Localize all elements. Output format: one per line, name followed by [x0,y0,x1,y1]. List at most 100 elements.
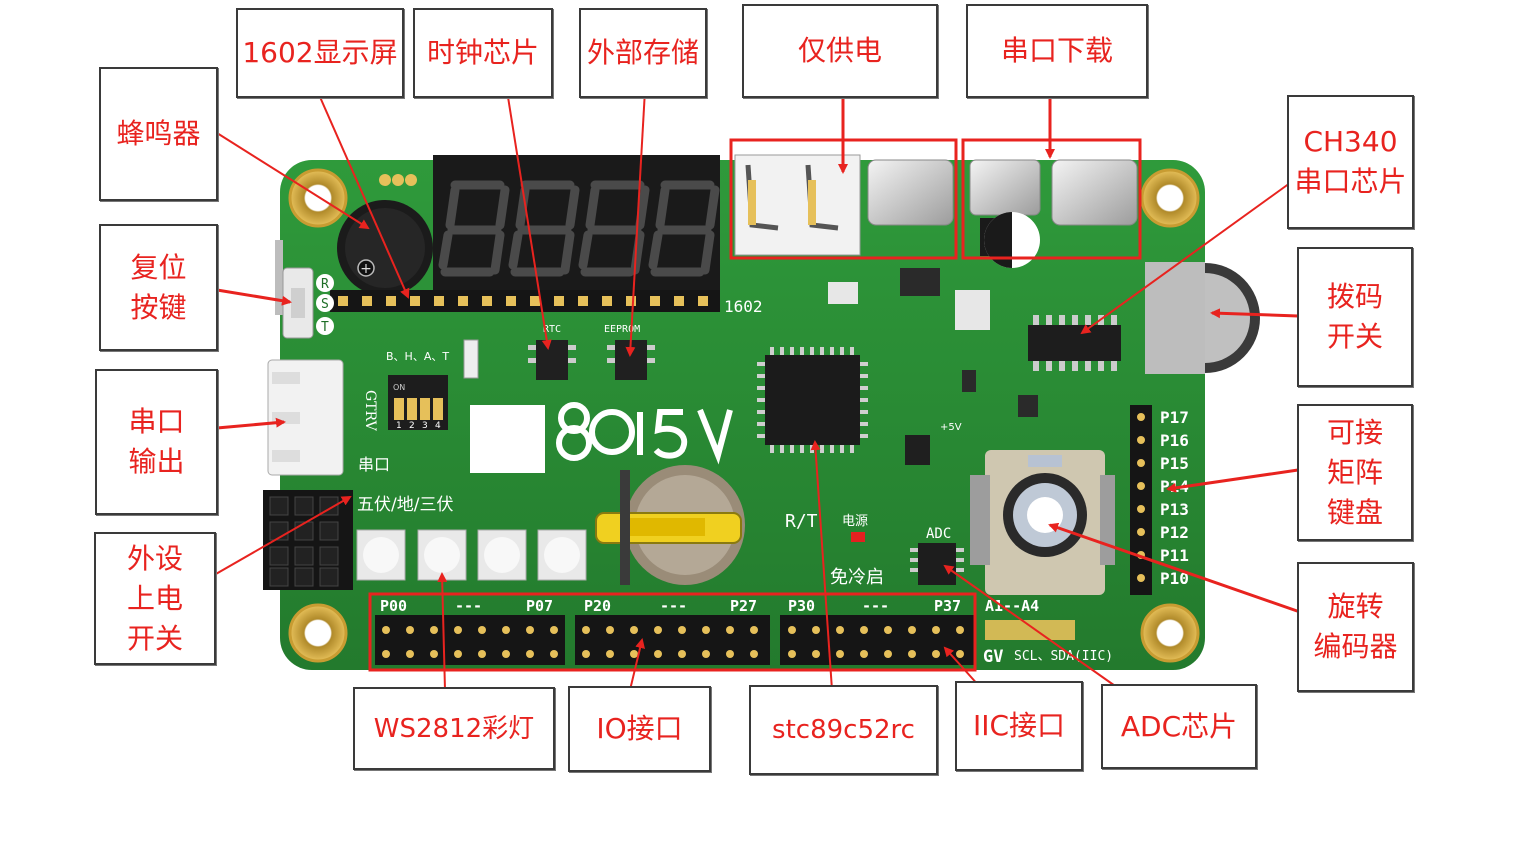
p10-label: P10 [1160,569,1189,588]
a1-a4-label: A1--A4 [985,597,1039,615]
callout-clock-chip: 时钟芯片 [413,8,553,98]
callout-ch340: CH340 串口芯片 [1287,95,1414,229]
lcd1602-header [330,290,720,312]
callout-power-only: 仅供电 [742,4,938,98]
callout-clock-chip-text: 时钟芯片 [426,36,539,69]
ws2812-leds [356,529,587,581]
rt-silk-label: R/T [785,511,818,532]
callout-serial-download-text: 串口下载 [1000,34,1113,67]
dip-number-4: 4 [435,421,441,431]
callout-ws2812: WS2812彩灯 [353,687,555,770]
callout-adc-chip-text: ADC芯片 [1120,709,1238,743]
callout-rotary-encoder-text: 旋转 编码器 [1313,590,1398,663]
arrow-rotary-encoder [1048,522,1301,614]
small-pads-top [379,174,417,186]
callout-lcd1602: 1602显示屏 [236,8,404,98]
coin-cell-battery [595,465,745,585]
dip-number-1: 1 [396,421,402,431]
cold-start-silk-label: 免冷启 [830,567,884,588]
callout-serial-download: 串口下载 [966,4,1148,98]
rtc-chip [528,340,576,380]
port2-end-label: P27 [730,597,757,615]
smd-components [828,268,1038,465]
callout-matrix-keypad: 可接 矩阵 键盘 [1297,404,1413,541]
arrow-ws2812 [437,572,448,691]
callout-reset-button: 复位 按键 [99,224,218,351]
p1-header-labels: P17 P16 P15 P14 P13 P12 P11 P10 [1160,408,1189,588]
arrow-serial-output [216,417,286,430]
adc-silk-label: ADC [926,526,951,542]
gv-label: GV [983,647,1003,667]
seven-segment-display [433,155,720,290]
callout-io-interface-text: IO接口 [596,712,683,745]
iic-silk-label: SCL、SDA(IIC) [1014,649,1113,664]
arrow-reset-button [216,288,292,306]
dip-on-label: ON [393,383,405,392]
arrow-buzzer [216,132,370,230]
arrow-iic-interface [943,646,981,688]
callout-mcu: stc89c52rc [749,685,938,775]
arrow-adc-chip [943,564,1119,689]
p15-label: P15 [1160,454,1189,473]
gtrv-silk-label: GTRV [362,390,378,432]
callout-adc-chip: ADC芯片 [1101,684,1257,769]
callout-buzzer: 蜂鸣器 [99,67,218,201]
power-led-silk-label: 电源 [842,514,868,529]
callout-mcu-text: stc89c52rc [772,715,915,745]
reset-letter-t: T [321,320,329,335]
p13-label: P13 [1160,500,1189,519]
serial-silk-label: 串口 [358,455,390,474]
small-white-part [463,339,479,379]
peripheral-power-header [263,490,353,590]
arrow-lcd1602 [319,96,410,299]
dip-number-2: 2 [409,421,415,431]
p1-header [1130,405,1152,595]
callout-serial-output-text: 串口 输出 [128,405,185,478]
port0-end-label: P07 [526,597,553,615]
port3-start-label: P30 [788,597,815,615]
dip-number-labels: 1 2 3 4 [396,421,441,431]
p16-label: P16 [1160,431,1189,450]
port2-dash-label: --- [660,597,687,615]
callout-peripheral-power: 外设 上电 开关 [94,532,216,665]
io-port-labels: P00 --- P07 P20 --- P27 P30 --- P37 A1--… [380,597,1039,667]
callout-lcd1602-text: 1602显示屏 [242,36,398,69]
adc-chip [910,543,964,585]
callout-external-storage-text: 外部存储 [586,36,699,69]
ch340-chip [1028,315,1121,371]
dip-number-3: 3 [422,421,428,431]
p11-label: P11 [1160,546,1189,565]
lcd1602-silk-label: 1602 [724,297,763,316]
callout-ws2812-text: WS2812彩灯 [373,713,535,744]
p12-label: P12 [1160,523,1189,542]
callout-iic-interface: IIC接口 [955,681,1083,771]
callout-matrix-keypad-text: 可接 矩阵 键盘 [1326,415,1383,529]
thumbwheel-switch [1145,262,1260,374]
arrow-mcu [810,440,833,691]
plus5v-silk-label: +5V [940,422,962,433]
callout-serial-output: 串口 输出 [95,369,218,515]
serial-output-connector [267,359,344,476]
reset-letter-r: R [321,277,329,292]
rotary-encoder-component [970,450,1115,595]
callout-rotary-encoder: 旋转 编码器 [1297,562,1414,692]
logo-8051 [556,402,733,465]
mounting-holes [288,168,1200,663]
p17-label: P17 [1160,408,1189,427]
arrow-external-storage [625,89,646,357]
callout-external-storage: 外部存储 [579,8,707,98]
svg-text:+: + [360,261,372,277]
callout-buzzer-text: 蜂鸣器 [116,117,201,150]
callout-dip-switch: 拨码 开关 [1297,247,1413,387]
white-pad [470,405,545,473]
port0-start-label: P00 [380,597,407,615]
arrow-dip-switch [1210,308,1299,319]
port3-dash-label: --- [862,597,889,615]
arrow-ch340 [1080,182,1291,335]
eeprom-silk-label: EEPROM [604,324,640,335]
arrow-clock-chip [507,96,552,350]
buzzer-component: + [337,200,433,296]
callout-reset-button-text: 复位 按键 [130,250,187,324]
callout-iic-interface-text: IIC接口 [972,709,1066,742]
